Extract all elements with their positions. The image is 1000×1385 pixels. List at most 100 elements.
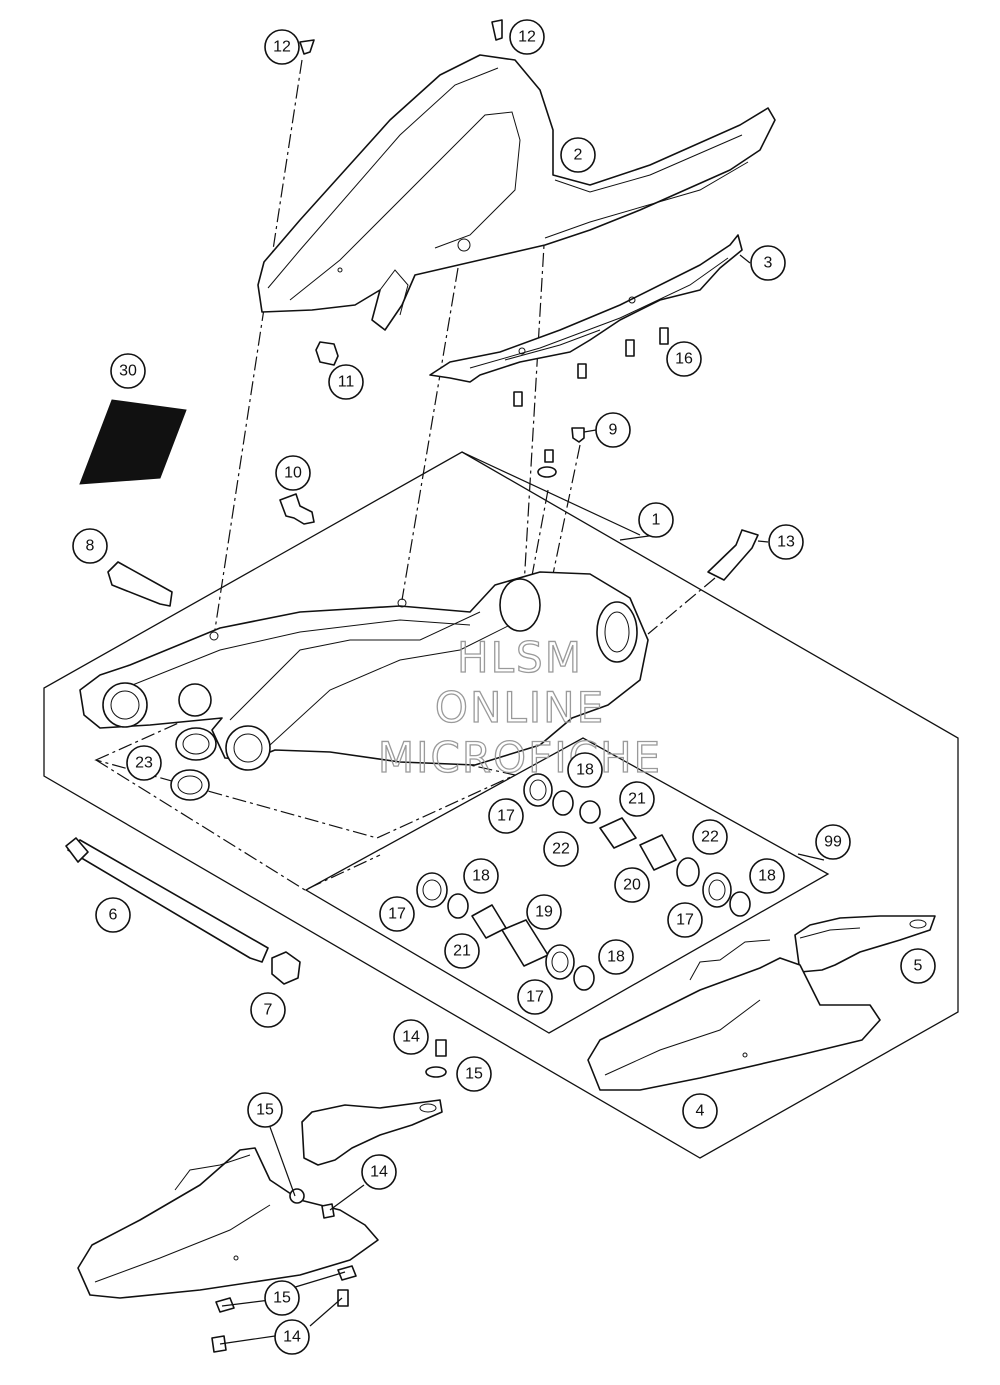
callout-label: 7 (264, 1002, 273, 1019)
callout-label: 17 (676, 912, 694, 929)
callout-label: 12 (518, 29, 536, 46)
callout-14-c: 14 (274, 1319, 310, 1355)
cap-part-23 (170, 727, 217, 801)
callout-8: 8 (72, 528, 108, 564)
axis-line (521, 227, 546, 621)
callout-label: 14 (370, 1164, 388, 1181)
callout-19: 19 (526, 894, 562, 930)
callout-label: 21 (628, 791, 646, 808)
callout-label: 5 (914, 958, 923, 975)
screw-part-14-mid (321, 1203, 335, 1219)
callout-6: 6 (95, 897, 131, 933)
chain-slider-right (587, 939, 881, 1091)
callout-label: 17 (526, 989, 544, 1006)
callout-label: 19 (535, 904, 553, 921)
callout-18-c: 18 (463, 858, 499, 894)
callout-label: 22 (552, 841, 570, 858)
sleeve-part (315, 341, 339, 366)
callout-14-a: 14 (393, 1019, 429, 1055)
chain-guide-part (429, 234, 743, 383)
callout-label: 20 (623, 877, 641, 894)
callout-20: 20 (614, 867, 650, 903)
callout-17-d: 17 (517, 979, 553, 1015)
callout-label: 1 (652, 512, 661, 529)
callout-9: 9 (595, 412, 631, 448)
swingarm-part (79, 571, 649, 771)
callout-label: 10 (284, 465, 302, 482)
axis-line (401, 267, 459, 601)
callout-group: 12 12 2 3 16 11 30 10 9 1 8 13 23 18 17 … (72, 19, 936, 1355)
callout-label: 15 (273, 1290, 291, 1307)
screw-part-14-low2 (211, 1335, 227, 1353)
callout-label: 22 (701, 829, 719, 846)
axis-line (647, 577, 716, 635)
callout-15-b: 15 (247, 1092, 283, 1128)
callout-label: 17 (388, 906, 406, 923)
callout-17-b: 17 (667, 902, 703, 938)
callout-12-right: 12 (509, 19, 545, 55)
callout-label: 11 (338, 374, 355, 391)
callout-99: 99 (815, 824, 851, 860)
callout-30: 30 (110, 353, 146, 389)
callout-14-b: 14 (361, 1154, 397, 1190)
callout-18-b: 18 (749, 858, 785, 894)
callout-label: 12 (273, 39, 291, 56)
watermark-line-1: HLSM (457, 633, 583, 682)
washer-part-15-low (337, 1265, 357, 1281)
washer-part-15-low2 (215, 1297, 235, 1313)
callout-label: 99 (824, 834, 842, 851)
callout-12-left: 12 (264, 29, 300, 65)
dashdot-line (95, 759, 381, 891)
mudguard-part (257, 54, 776, 331)
callout-2: 2 (560, 137, 596, 173)
screws-part-16 (513, 327, 669, 407)
callout-15-c: 15 (264, 1280, 300, 1316)
callout-10: 10 (275, 455, 311, 491)
screw-part-14-low (337, 1289, 349, 1307)
callout-label: 18 (576, 762, 594, 779)
callout-label: 18 (607, 949, 625, 966)
callout-17-a: 17 (488, 798, 524, 834)
callout-label: 8 (86, 538, 95, 555)
pin-part-8 (107, 561, 173, 607)
callout-22-b: 22 (692, 819, 728, 855)
axle-part-6 (65, 837, 269, 963)
nut-part-7 (271, 951, 301, 985)
watermark-line-2: ONLINE (435, 683, 605, 732)
callout-5: 5 (900, 948, 936, 984)
callout-label: 13 (777, 534, 795, 551)
callout-label: 15 (256, 1102, 274, 1119)
callout-16: 16 (666, 341, 702, 377)
callout-3: 3 (750, 245, 786, 281)
callout-18-a: 18 (567, 752, 603, 788)
bolt-part-10 (279, 493, 315, 525)
callout-label: 18 (472, 868, 490, 885)
callout-label: 6 (109, 907, 118, 924)
callout-label: 14 (283, 1329, 301, 1346)
callout-label: 9 (609, 422, 618, 439)
chain-slider-bracket-right (794, 915, 936, 973)
assembly-frame (43, 451, 959, 1159)
callout-18-d: 18 (598, 939, 634, 975)
callout-15-a: 15 (456, 1056, 492, 1092)
callout-label: 23 (135, 755, 153, 772)
callout-4: 4 (682, 1093, 718, 1129)
screw-part-14-top (435, 1039, 447, 1057)
callout-label: 2 (574, 147, 583, 164)
watermark-line-3: MICROFICHE (378, 733, 662, 782)
callout-label: 30 (119, 363, 137, 380)
screw-part-12-left (299, 39, 315, 55)
axis-line (213, 59, 303, 637)
callout-22-a: 22 (543, 831, 579, 867)
callout-label: 18 (758, 868, 776, 885)
bolt-part-13 (707, 529, 759, 581)
chain-slider-bracket-lower (301, 1099, 443, 1166)
callout-label: 14 (402, 1029, 420, 1046)
callout-21-a: 21 (619, 781, 655, 817)
callout-13: 13 (768, 524, 804, 560)
leader-lines (219, 254, 825, 1345)
callout-label: 3 (764, 255, 773, 272)
callout-label: 16 (675, 351, 693, 368)
